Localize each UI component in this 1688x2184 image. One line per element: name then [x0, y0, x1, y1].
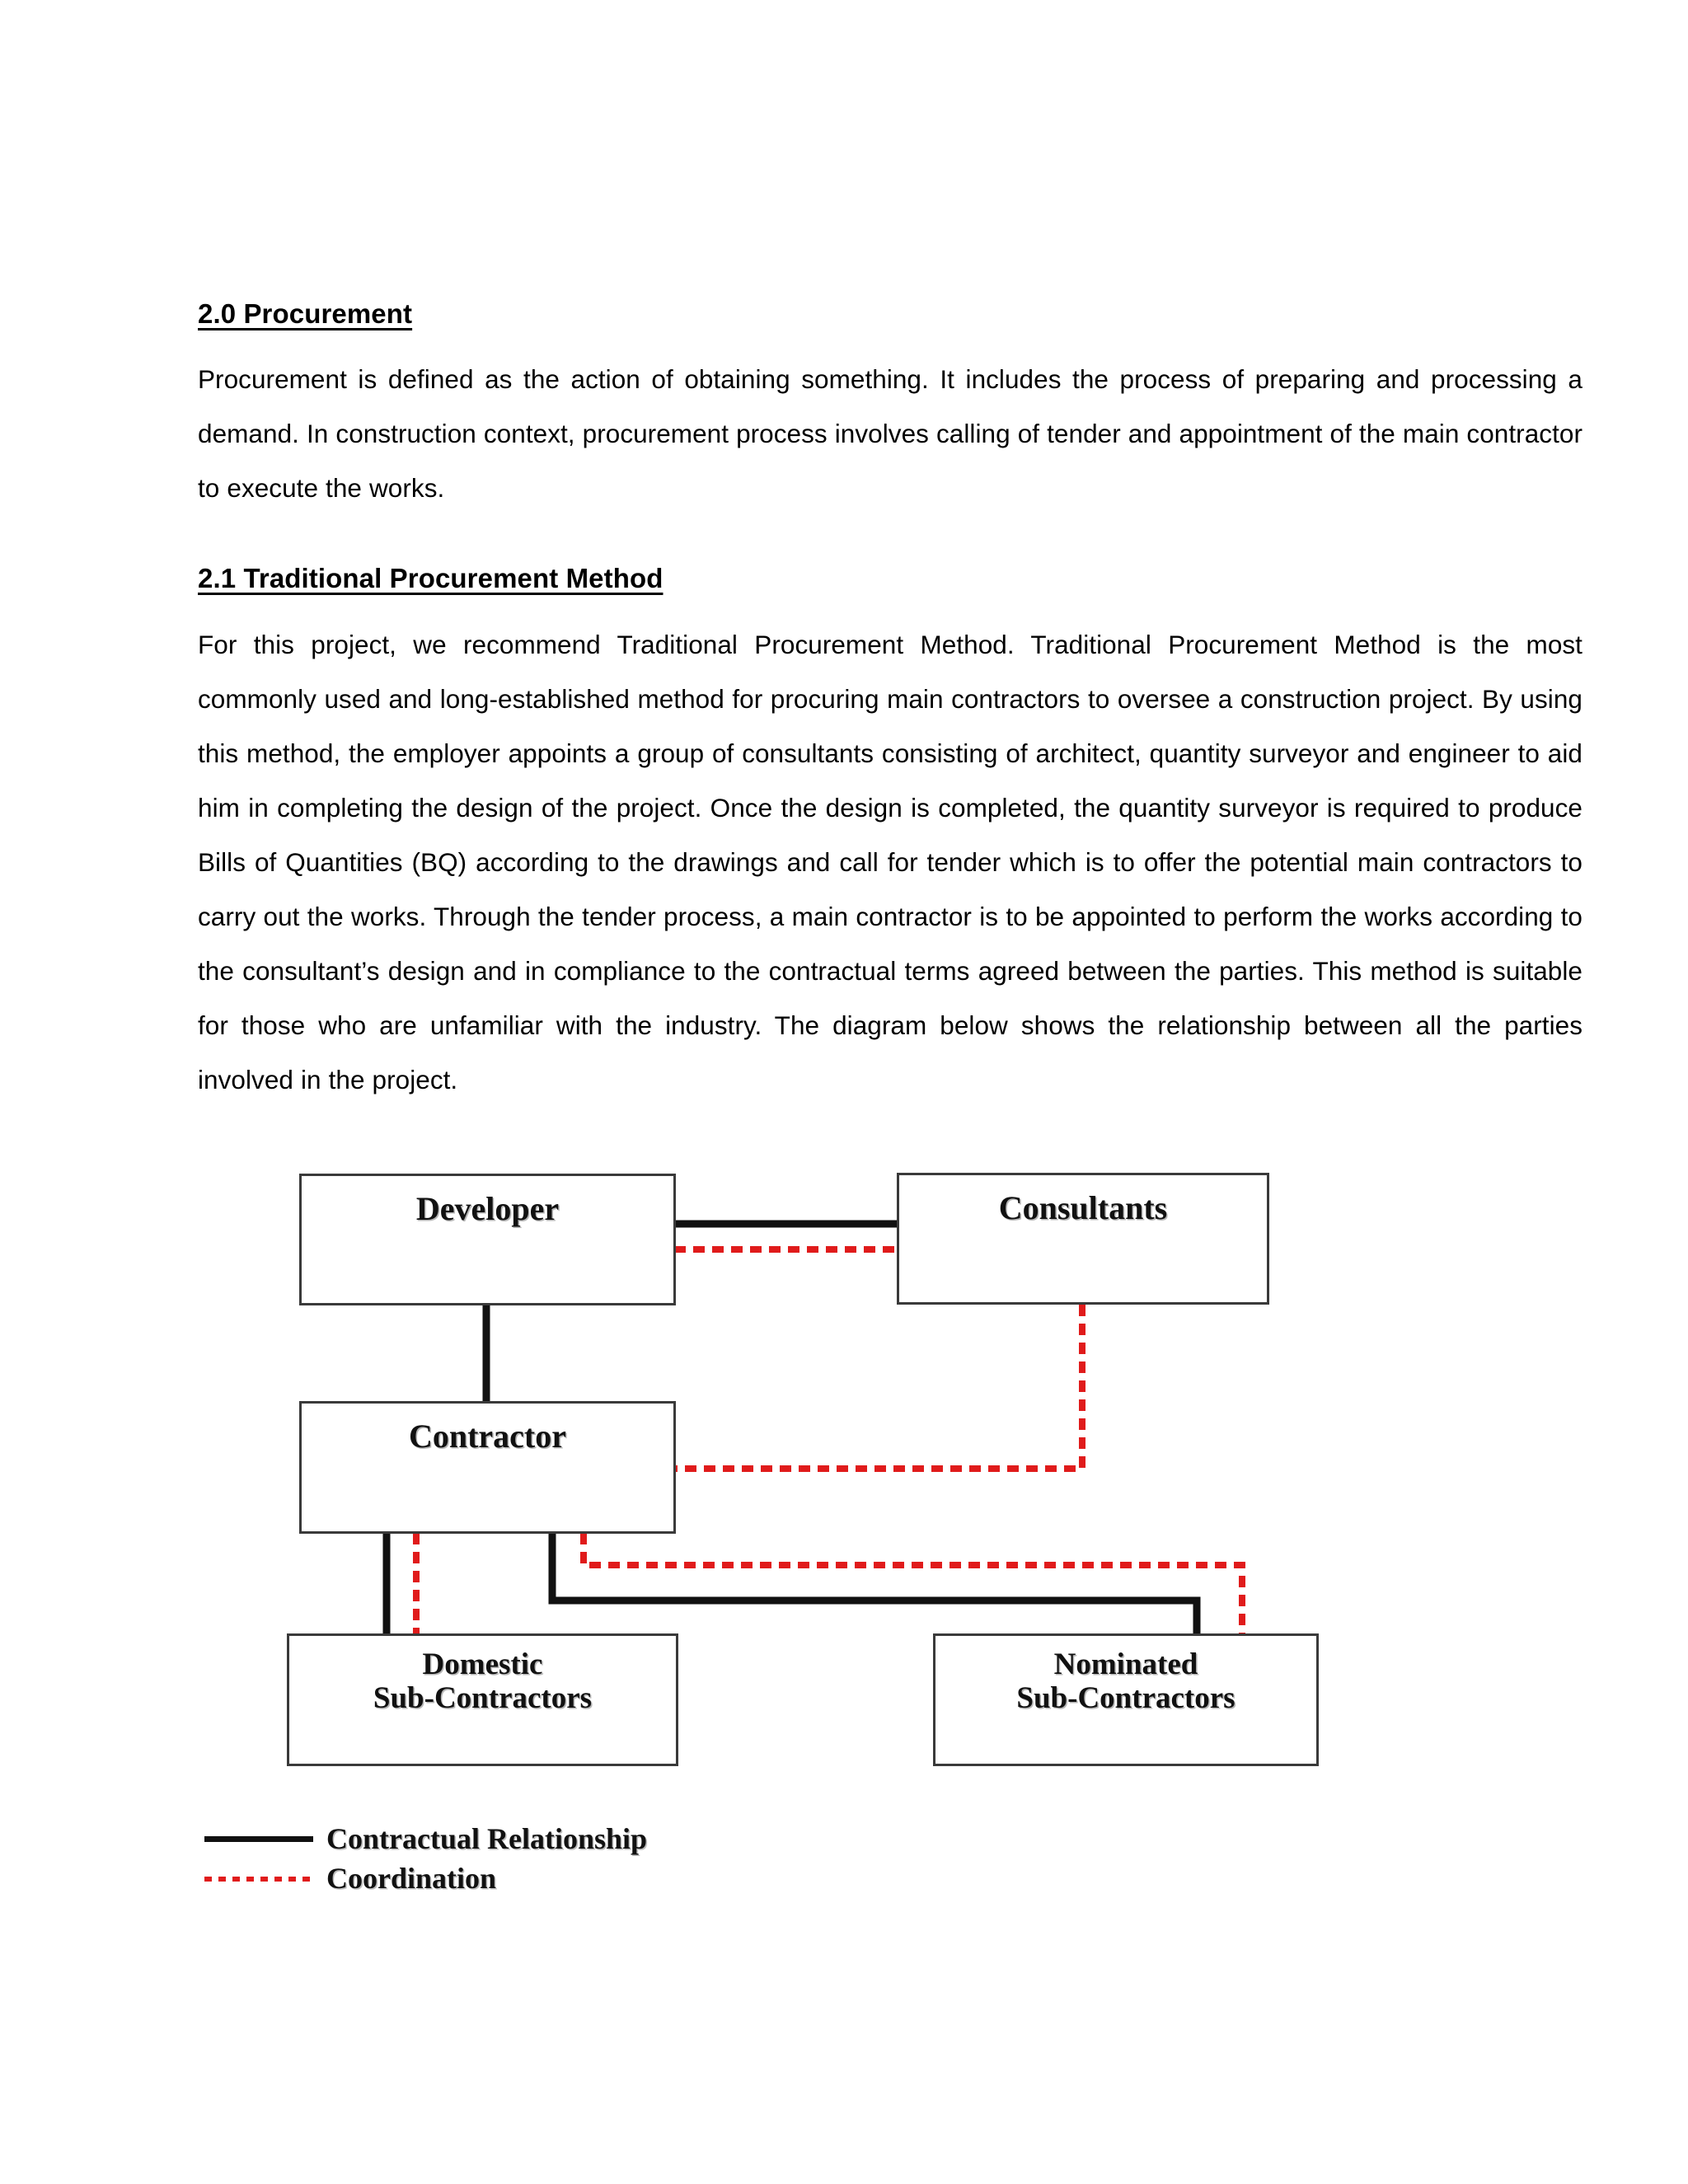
paragraph-procurement: Procurement is defined as the action of …	[198, 364, 1582, 504]
diagram-connectors	[382, 1220, 1245, 1635]
legend-dashed-line-icon	[204, 1872, 313, 1884]
diagram-node-nominated-sub-contractors: Nominated Sub-Contractors	[933, 1633, 1319, 1766]
heading-procurement: 2.0 Procurement	[198, 298, 413, 329]
diagram-node-domestic-sub-contractors-label: Domestic Sub-Contractors	[373, 1647, 593, 1715]
diagram-node-consultants-label: Consultants	[998, 1188, 1168, 1226]
page-content: 2.0 Procurement Procurement is defined a…	[198, 297, 1582, 1895]
legend-item-coordination: Coordination	[198, 1858, 940, 1898]
legend-solid-line-icon	[204, 1833, 313, 1844]
diagram-node-nominated-sub-contractors-label: Nominated Sub-Contractors	[1016, 1647, 1236, 1715]
diagram-legend: Contractual Relationship Coordination	[198, 1819, 940, 1898]
legend-item-coordination-label: Coordination	[326, 1861, 497, 1895]
legend-item-contractual-label: Contractual Relationship	[326, 1821, 648, 1855]
diagram-node-developer-label: Developer	[415, 1189, 560, 1227]
diagram-node-contractor-label: Contractor	[408, 1417, 567, 1455]
heading-traditional-procurement-method: 2.1 Traditional Procurement Method	[198, 563, 663, 594]
diagram-node-contractor: Contractor	[299, 1400, 676, 1534]
procurement-relationship-diagram: Developer Consultants Contractor Domesti…	[198, 1135, 1582, 1895]
diagram-node-consultants: Consultants	[897, 1172, 1269, 1305]
diagram-node-developer: Developer	[299, 1173, 676, 1305]
edge-consultants-contractor-coordination	[676, 1304, 1085, 1472]
edge-contractor-nominated-coordination	[580, 1532, 1245, 1635]
diagram-node-domestic-sub-contractors: Domestic Sub-Contractors	[287, 1633, 678, 1766]
paragraph-traditional-procurement-method: For this project, we recommend Tradition…	[198, 629, 1582, 1094]
edge-contractor-nominated-contractual	[548, 1532, 1201, 1635]
legend-item-contractual: Contractual Relationship	[198, 1819, 940, 1858]
